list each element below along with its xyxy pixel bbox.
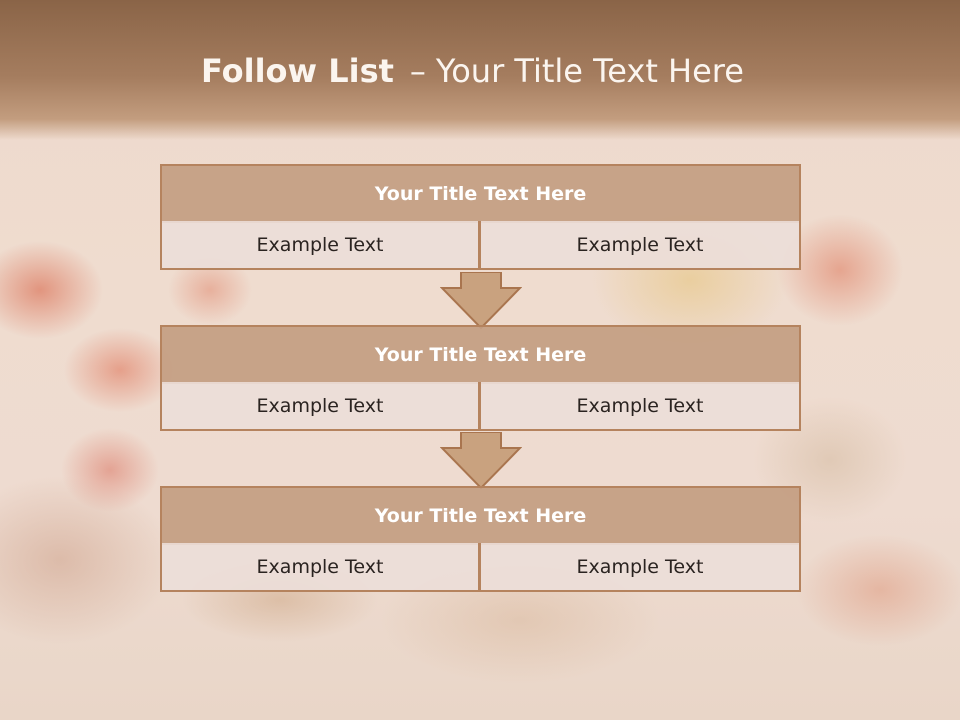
- title-rest: Your Title Text Here: [435, 52, 744, 90]
- slide-title: Follow List–Your Title Text Here: [0, 52, 945, 90]
- title-band: [0, 0, 960, 140]
- title-bold: Follow List: [201, 52, 394, 90]
- step-cell-left: Example Text: [160, 382, 480, 431]
- step-header: Your Title Text Here: [160, 325, 801, 384]
- step-cell-right: Example Text: [479, 221, 801, 270]
- down-arrow-icon: [440, 432, 522, 490]
- title-separator: –: [409, 52, 426, 90]
- step-cell-left: Example Text: [160, 221, 480, 270]
- step-cell-right: Example Text: [479, 543, 801, 592]
- down-arrow-icon: [440, 272, 522, 330]
- step-header: Your Title Text Here: [160, 164, 801, 223]
- step-cell-right: Example Text: [479, 382, 801, 431]
- step-cell-left: Example Text: [160, 543, 480, 592]
- step-header: Your Title Text Here: [160, 486, 801, 545]
